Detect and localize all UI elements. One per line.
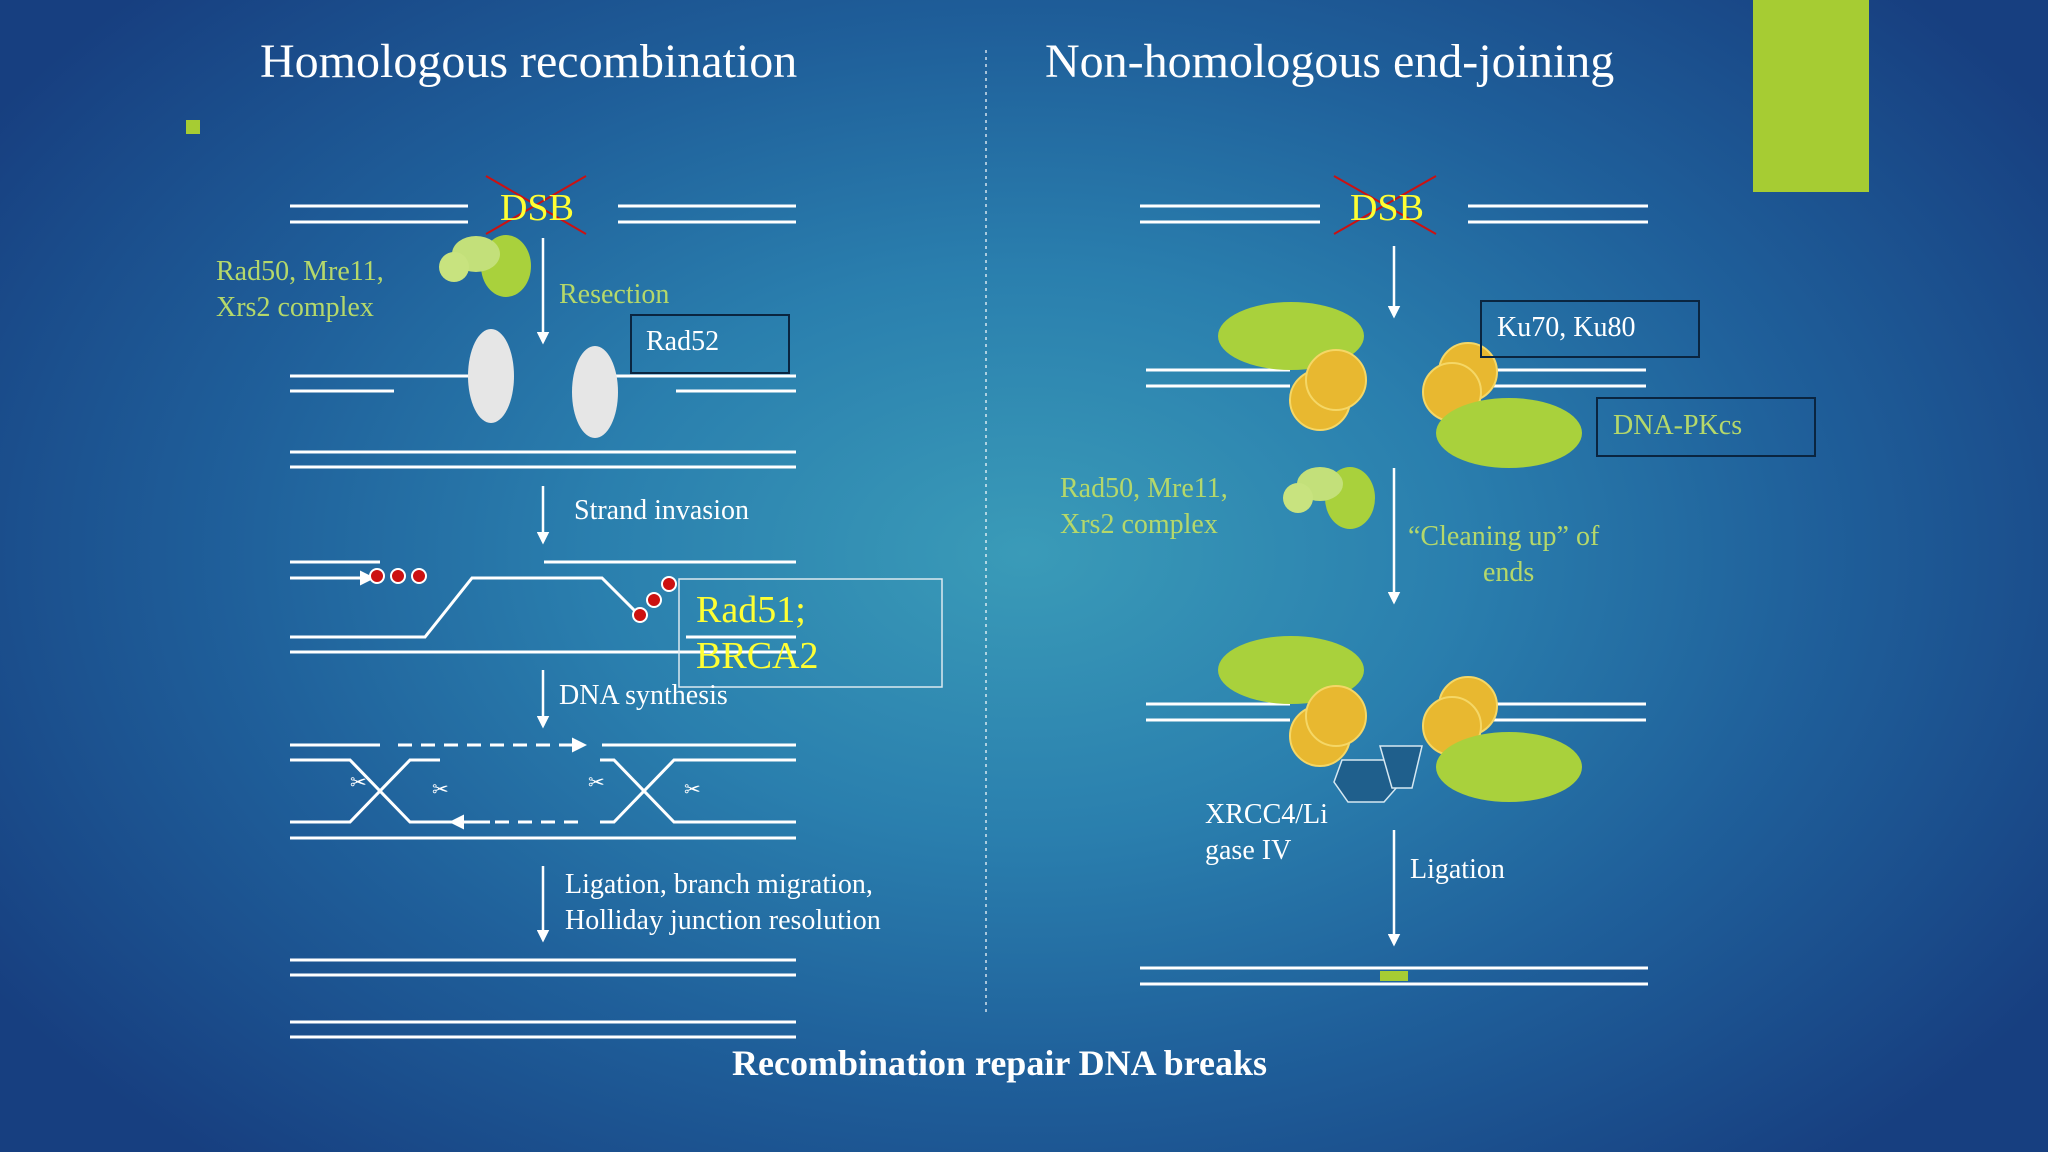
- hr-complex-label-line1: Rad50, Mre11,: [216, 256, 384, 287]
- hr-dna-lines: [290, 204, 796, 1039]
- strand-invasion-label: Strand invasion: [574, 495, 749, 526]
- mrn-complex-protein: [1283, 467, 1375, 529]
- footer-caption: Recombination repair DNA breaks: [732, 1043, 1268, 1083]
- cleaning-label-line2: ends: [1483, 557, 1535, 588]
- scissors-icon: ✂ ✂ ✂ ✂: [350, 770, 701, 801]
- ku-label: Ku70, Ku80: [1497, 312, 1636, 343]
- hr-title: Homologous recombination: [260, 35, 798, 88]
- rad51-label-line1: Rad51;: [696, 589, 806, 631]
- svg-text:✂: ✂: [684, 777, 701, 801]
- nhej-title: Non-homologous end-joining: [1045, 35, 1615, 88]
- resection-label: Resection: [559, 279, 670, 310]
- xrcc4-ligase-protein: [1333, 745, 1423, 803]
- cleaning-label-line1: “Cleaning up” of: [1408, 521, 1600, 552]
- rad51-box: [678, 578, 943, 688]
- nhej-dna-lines: [1140, 204, 1648, 986]
- hr-complex-label-line2: Xrs2 complex: [216, 292, 374, 323]
- svg-text:✂: ✂: [588, 770, 605, 794]
- accent-bar: [1753, 0, 1869, 192]
- cross-mark-icon: [485, 175, 587, 235]
- rad52-protein: [468, 329, 514, 423]
- rad51-label-line2: BRCA2: [696, 635, 819, 677]
- nhej-ligation-label: Ligation: [1410, 854, 1505, 885]
- svg-text:✂: ✂: [350, 770, 367, 794]
- hr-dsb-label: DSB: [500, 187, 574, 229]
- cross-mark-icon: [1333, 175, 1437, 235]
- dnapkcs-box: [1596, 397, 1816, 457]
- rad52-box: [630, 314, 790, 374]
- dna-synthesis-label: DNA synthesis: [559, 680, 728, 711]
- ku-dnapkcs-proteins: [1218, 302, 1582, 468]
- hr-ligation-label-line2: Holliday junction resolution: [565, 905, 881, 936]
- mrn-complex-protein: [439, 235, 531, 297]
- nhej-complex-label-line2: Xrs2 complex: [1060, 509, 1218, 540]
- dnapkcs-label: DNA-PKcs: [1613, 410, 1743, 441]
- rad52-label: Rad52: [646, 326, 720, 357]
- ku-box: [1480, 300, 1700, 358]
- svg-text:✂: ✂: [432, 777, 449, 801]
- bullet-square-icon: [186, 120, 200, 134]
- rad51-markers: [369, 568, 677, 623]
- xrcc4-label-line1: XRCC4/Li: [1205, 799, 1328, 830]
- hr-ligation-label-line1: Ligation, branch migration,: [565, 869, 873, 900]
- nhej-complex-label-line1: Rad50, Mre11,: [1060, 473, 1228, 504]
- ku-dnapkcs-proteins: [1218, 636, 1582, 802]
- xrcc4-label-line2: gase IV: [1205, 835, 1292, 866]
- nhej-dsb-label: DSB: [1350, 187, 1424, 229]
- rad52-protein: [572, 346, 618, 438]
